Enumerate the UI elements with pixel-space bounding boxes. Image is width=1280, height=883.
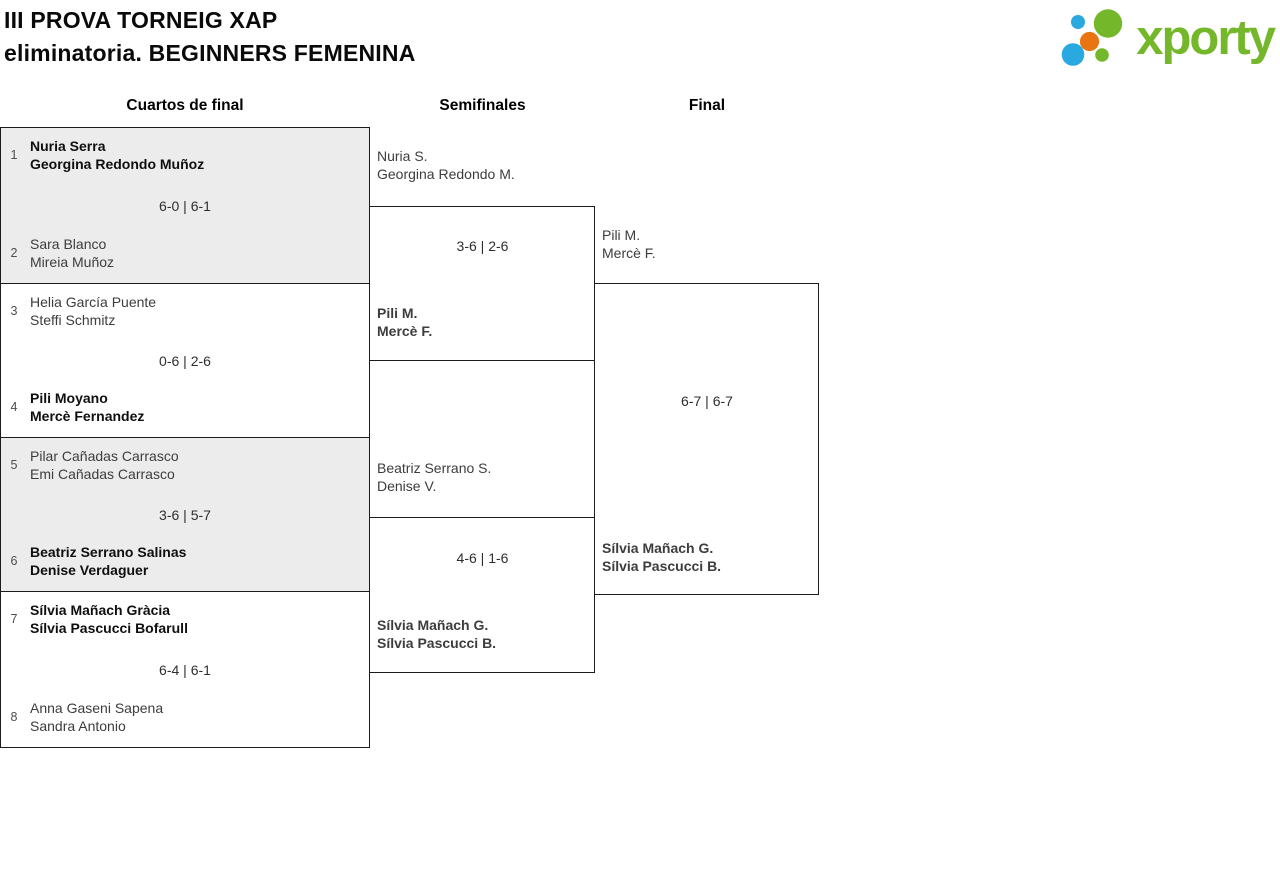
player-name: Nuria S.	[377, 148, 428, 164]
match-box-qf-2: 3 Helia García Puente Steffi Schmitz 0-6…	[0, 283, 370, 438]
seed-number: 6	[10, 554, 18, 568]
player-name: Steffi Schmitz	[30, 312, 116, 328]
player-name: Mercè F.	[377, 323, 433, 339]
page-title: III PROVA TORNEIG XAP eliminatoria. BEGI…	[4, 4, 416, 70]
match-score: 6-4 | 6-1	[159, 661, 211, 678]
page-title-line2: eliminatoria. BEGINNERS FEMENINA	[4, 40, 416, 66]
player-name: Pili M.	[377, 305, 418, 321]
seed-number: 7	[10, 612, 18, 626]
logo-dot	[1080, 31, 1100, 52]
xporty-logo[interactable]: xporty	[1059, 6, 1276, 70]
player-name: Helia García Puente	[30, 294, 157, 310]
player-name: Sílvia Pascucci Bofarull	[30, 620, 188, 636]
player-name: Emi Cañadas Carrasco	[30, 466, 175, 482]
logo-dot	[1071, 15, 1086, 29]
team-row: 4 Pili Moyano Mercè Fernandez	[7, 389, 361, 425]
round-header-quarterfinals: Cuartos de final	[126, 97, 244, 114]
logo-dots-icon	[1061, 9, 1123, 66]
seed-number: 1	[10, 148, 18, 162]
team-names: Sara Blanco Mireia Muñoz	[30, 235, 114, 271]
player-name: Pili M.	[602, 227, 641, 243]
match-score: 6-0 | 6-1	[159, 197, 211, 214]
team-names: Sílvia Mañach Gràcia Sílvia Pascucci Bof…	[30, 601, 188, 637]
team-names: Pilar Cañadas Carrasco Emi Cañadas Carra…	[30, 447, 179, 483]
player-name: Sílvia Mañach Gràcia	[30, 602, 171, 618]
round-header-semifinals: Semifinales	[439, 97, 526, 114]
logo-wordmark: xporty	[1136, 11, 1276, 65]
player-name: Sílvia Pascucci B.	[602, 558, 722, 574]
match-box-qf-4: 7 Sílvia Mañach Gràcia Sílvia Pascucci B…	[0, 591, 370, 748]
team-row: 1 Nuria Serra Georgina Redondo Muñoz	[7, 137, 361, 173]
advancing-team: Pili M. Mercè F.	[602, 226, 656, 262]
seed-number: 2	[10, 246, 18, 260]
seed-number: 5	[10, 458, 18, 472]
match-score: 3-6 | 2-6	[456, 238, 509, 254]
player-name: Georgina Redondo Muñoz	[30, 156, 205, 172]
match-score: 6-7 | 6-7	[681, 393, 733, 409]
match-box-qf-3: 5 Pilar Cañadas Carrasco Emi Cañadas Car…	[0, 437, 370, 592]
player-name: Sandra Antonio	[30, 718, 126, 734]
match-score: 0-6 | 2-6	[159, 352, 211, 369]
match-box-final	[594, 283, 819, 595]
team-row: 5 Pilar Cañadas Carrasco Emi Cañadas Car…	[7, 447, 361, 483]
logo-dot	[1094, 9, 1123, 38]
team-names: Beatriz Serrano Salinas Denise Verdaguer	[30, 543, 186, 579]
player-name: Sílvia Mañach G.	[377, 617, 489, 633]
match-score: 4-6 | 1-6	[456, 550, 509, 566]
seed-number: 3	[10, 304, 18, 318]
team-names: Nuria Serra Georgina Redondo Muñoz	[30, 137, 204, 173]
advancing-team: Sílvia Mañach G. Sílvia Pascucci B.	[377, 616, 496, 652]
tournament-winner-team: Sílvia Mañach G. Sílvia Pascucci B.	[602, 539, 721, 575]
team-row: 6 Beatriz Serrano Salinas Denise Verdagu…	[7, 543, 361, 579]
player-name: Pili Moyano	[30, 390, 108, 406]
team-names: Anna Gaseni Sapena Sandra Antonio	[30, 699, 163, 735]
player-name: Sílvia Pascucci B.	[377, 635, 497, 651]
match-score: 3-6 | 5-7	[159, 506, 211, 523]
player-name: Mireia Muñoz	[30, 254, 115, 270]
player-name: Beatriz Serrano S.	[377, 460, 492, 476]
team-row: 2 Sara Blanco Mireia Muñoz	[7, 235, 361, 271]
player-name: Sílvia Mañach G.	[602, 540, 714, 556]
team-names: Helia García Puente Steffi Schmitz	[30, 293, 156, 329]
player-name: Sara Blanco	[30, 236, 107, 252]
seed-number: 8	[10, 710, 18, 724]
player-name: Nuria Serra	[30, 138, 106, 154]
seed-number: 4	[10, 400, 18, 414]
player-name: Georgina Redondo M.	[377, 166, 515, 182]
advancing-team: Pili M. Mercè F.	[377, 304, 432, 340]
team-names: Pili Moyano Mercè Fernandez	[30, 389, 144, 425]
logo-dot	[1061, 43, 1085, 66]
player-name: Pilar Cañadas Carrasco	[30, 448, 179, 464]
team-row: 7 Sílvia Mañach Gràcia Sílvia Pascucci B…	[7, 601, 361, 637]
team-row: 3 Helia García Puente Steffi Schmitz	[7, 293, 361, 329]
advancing-team: Beatriz Serrano S. Denise V.	[377, 459, 491, 495]
advancing-team: Nuria S. Georgina Redondo M.	[377, 147, 515, 183]
player-name: Denise V.	[377, 478, 437, 494]
player-name: Denise Verdaguer	[30, 562, 149, 578]
player-name: Mercè F.	[602, 245, 656, 261]
match-box-qf-1: 1 Nuria Serra Georgina Redondo Muñoz 6-0…	[0, 127, 370, 284]
team-row: 8 Anna Gaseni Sapena Sandra Antonio	[7, 699, 361, 735]
match-box-sf-2	[369, 517, 595, 673]
player-name: Anna Gaseni Sapena	[30, 700, 164, 716]
page-title-line1: III PROVA TORNEIG XAP	[4, 7, 278, 33]
player-name: Mercè Fernandez	[30, 408, 145, 424]
logo-dot	[1095, 48, 1110, 62]
player-name: Beatriz Serrano Salinas	[30, 544, 187, 560]
round-header-final: Final	[688, 97, 726, 114]
